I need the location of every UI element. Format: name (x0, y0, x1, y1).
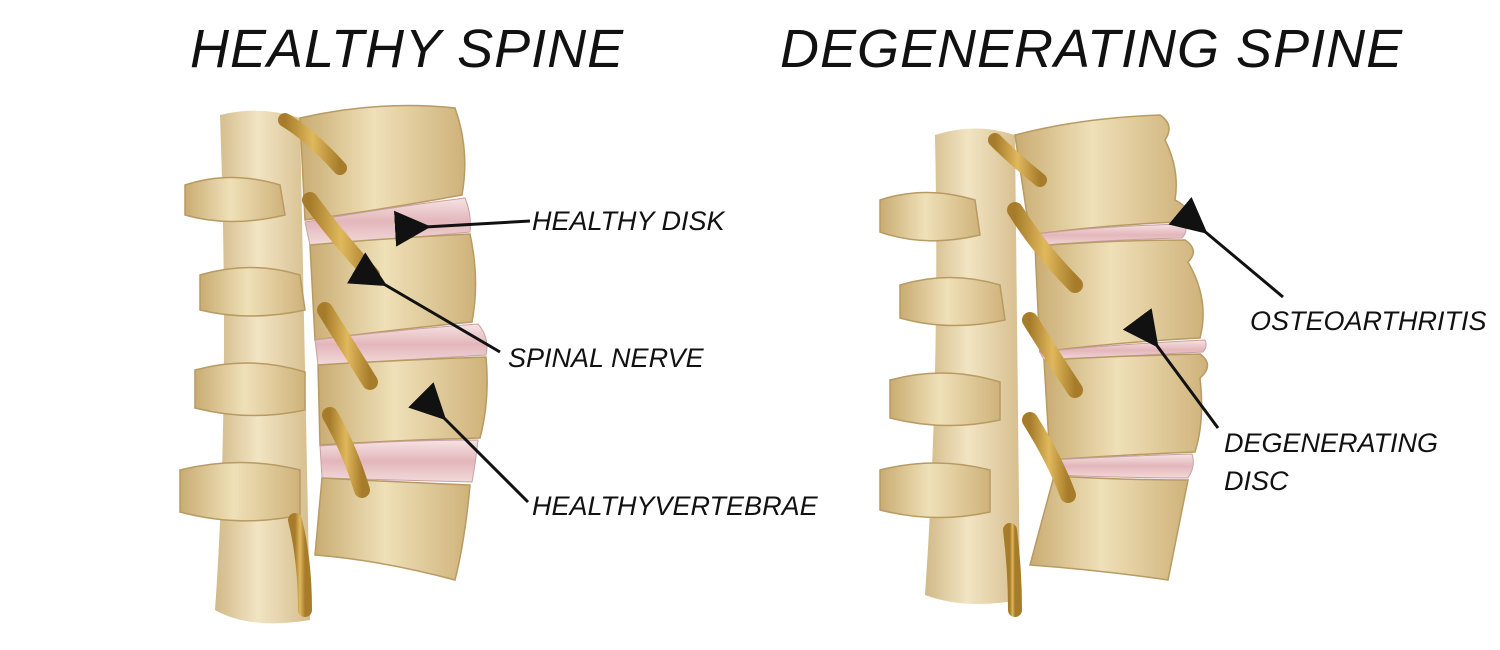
label-degenerating-disc-line2: DISC (1224, 466, 1289, 496)
degenerating-vertebral-body (1034, 239, 1204, 353)
healthy-spinal-nerve (278, 113, 347, 175)
label-degenerating-disc-line1: DEGENERATING (1224, 428, 1439, 458)
degenerating-vertebral-body (1029, 475, 1189, 581)
healthy-spinal-nerve (322, 407, 370, 498)
degenerating-vertebral-body (1014, 114, 1188, 236)
arrow-spinal-nerve (347, 252, 501, 354)
degenerating-process (899, 276, 1006, 327)
label-spinal-nerve: SPINAL NERVE (508, 343, 704, 373)
healthy-vertebral-body (314, 477, 471, 581)
healthy-process (179, 461, 301, 522)
degenerating-spinal-nerve (988, 133, 1047, 187)
label-osteoarthritis: OSTEOARTHRITIS (1250, 306, 1487, 336)
degenerating-spinal-nerve (1022, 312, 1083, 398)
degenerating-process (879, 191, 981, 242)
healthy-vertebral-body (299, 104, 466, 221)
degenerating-spine-title: DEGENERATING SPINE (780, 19, 1404, 79)
healthy-spinal-nerve (317, 302, 378, 390)
arrow-osteoarthritis (1168, 196, 1284, 299)
healthy-spine-illustration (179, 104, 488, 624)
healthy-process (194, 362, 306, 417)
degenerating-spinal-nerve (1007, 202, 1083, 293)
arrow-degenerating-disc (1122, 308, 1220, 429)
degenerating-vertebral-body (1043, 353, 1209, 461)
degenerating-process (879, 462, 991, 519)
degenerating-spine-illustration (879, 114, 1209, 617)
label-healthy-disk: HEALTHY DISK (532, 206, 725, 236)
healthy-process (199, 266, 306, 317)
degenerating-disc (1049, 453, 1194, 479)
degenerating-spinal-nerve (1022, 412, 1076, 503)
arrow-healthy-vertebrae (408, 382, 530, 504)
healthy-spinal-nerve (288, 513, 312, 617)
healthy-spine-title: HEALTHY SPINE (190, 19, 625, 79)
label-healthy-vertebrae: HEALTHYVERTEBRAE (532, 491, 818, 521)
degenerating-spinal-nerve (1003, 523, 1022, 617)
arrow-healthy-disk (394, 210, 531, 247)
healthy-process (184, 176, 286, 223)
degenerating-process (889, 372, 1001, 427)
